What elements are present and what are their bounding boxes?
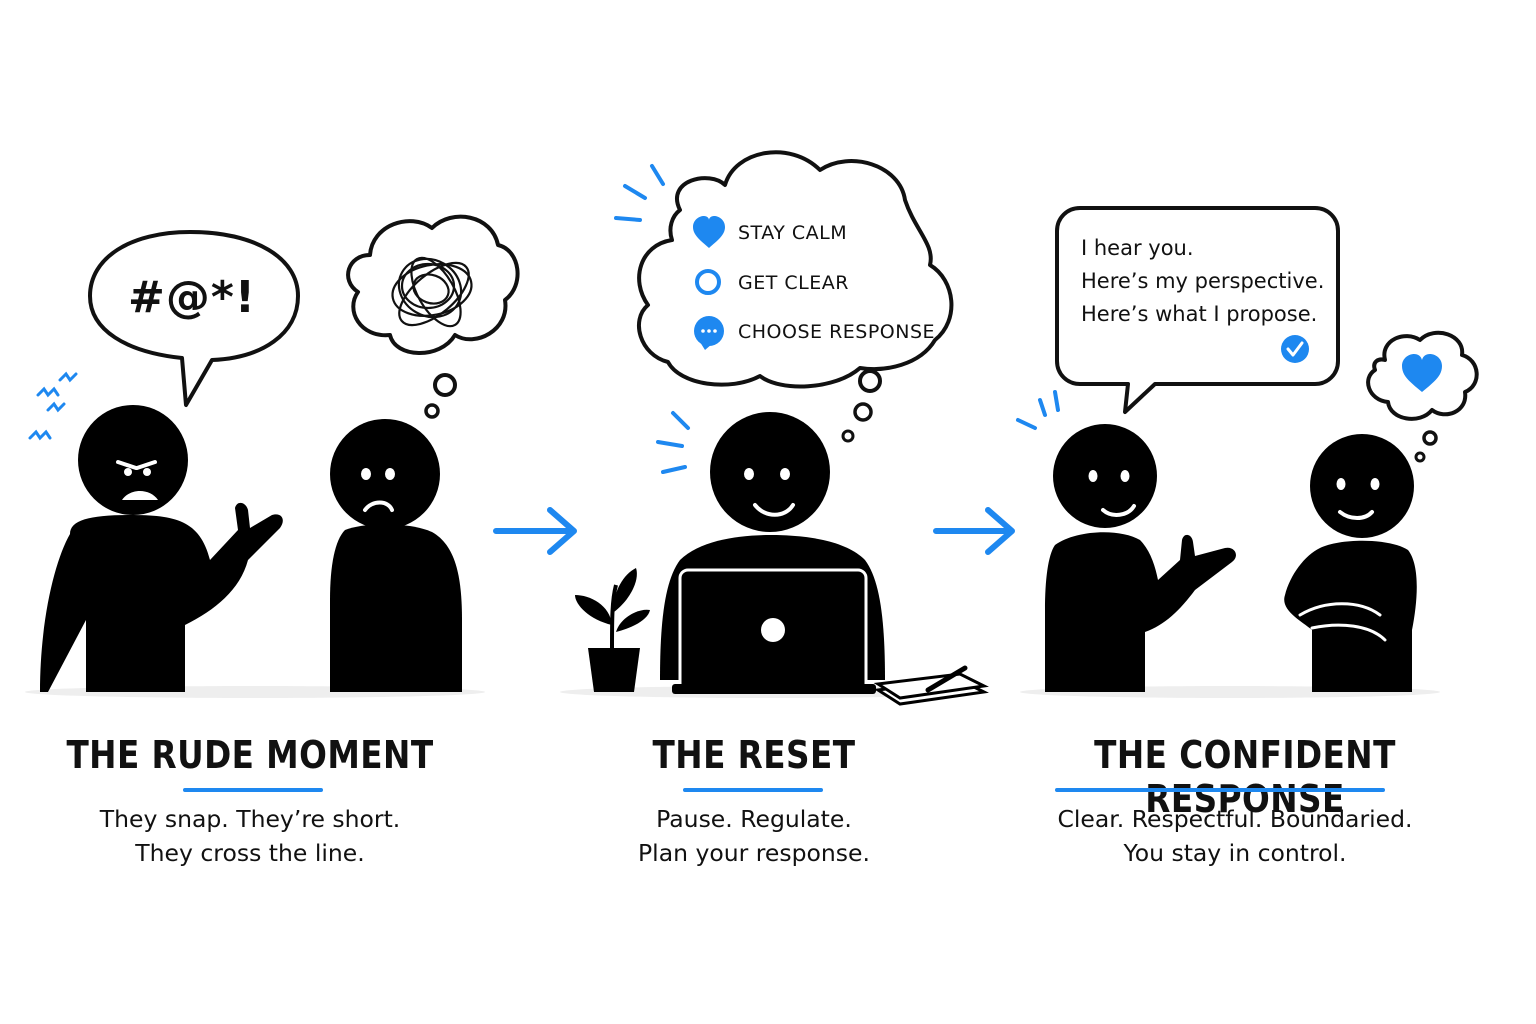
- panel-title-confident-response: THE CONFIDENT RESPONSE: [1094, 733, 1396, 821]
- caption-line: You stay in control.: [1123, 839, 1347, 867]
- expletive-symbols: #@*!: [128, 272, 256, 323]
- confident-speech-bubble: [1055, 206, 1340, 414]
- step-label-get-clear: GET CLEAR: [738, 272, 849, 294]
- arrow-right-icon: [493, 507, 577, 555]
- response-line-1: I hear you.: [1081, 236, 1194, 260]
- caption-reset: Pause. Regulate. Plan your response.: [554, 802, 954, 870]
- heart-icon: [693, 216, 725, 248]
- caption-line: Clear. Respectful. Boundaried.: [1057, 805, 1413, 833]
- confused-thought-bubble: [346, 214, 520, 419]
- title-underline: [683, 788, 823, 792]
- check-icon: [1281, 335, 1309, 363]
- angry-speech-bubble: [88, 230, 300, 407]
- angry-person-figure: [40, 405, 283, 692]
- listener-person-figure: [1284, 434, 1417, 692]
- caption-line: They cross the line.: [135, 839, 365, 867]
- scribble-icon: [391, 256, 473, 328]
- caption-line: Plan your response.: [638, 839, 870, 867]
- plant-icon: [575, 568, 650, 692]
- notebook-pen-icon: [873, 665, 989, 706]
- step-label-choose-response: CHOOSE RESPONSE: [738, 321, 936, 343]
- chat-icon: [694, 316, 724, 350]
- anger-marks-icon: [28, 371, 78, 441]
- caption-rude-moment: They snap. They’re short. They cross the…: [40, 802, 460, 870]
- heart-icon: [1402, 354, 1442, 392]
- panel-title-rude-moment: THE RUDE MOMENT: [66, 733, 434, 777]
- response-line-2: Here’s my perspective.: [1081, 269, 1325, 293]
- title-underline: [183, 788, 323, 792]
- caption-line: They snap. They’re short.: [99, 805, 401, 833]
- response-line-3: Here’s what I propose.: [1081, 302, 1318, 326]
- confident-person-figure: [1045, 424, 1236, 692]
- title-underline: [1055, 788, 1385, 792]
- circle-icon: [695, 269, 721, 295]
- panel-title-reset: THE RESET: [652, 733, 856, 777]
- step-label-stay-calm: STAY CALM: [738, 222, 848, 244]
- plan-thought-cloud: [637, 150, 954, 443]
- hurt-person-figure: [330, 419, 462, 692]
- laptop-icon: [672, 568, 876, 694]
- caption-line: Pause. Regulate.: [656, 805, 852, 833]
- caption-confident-response: Clear. Respectful. Boundaried. You stay …: [1005, 802, 1465, 870]
- arrow-right-icon: [933, 507, 1015, 555]
- sparkle-marks-icon: [614, 164, 1060, 474]
